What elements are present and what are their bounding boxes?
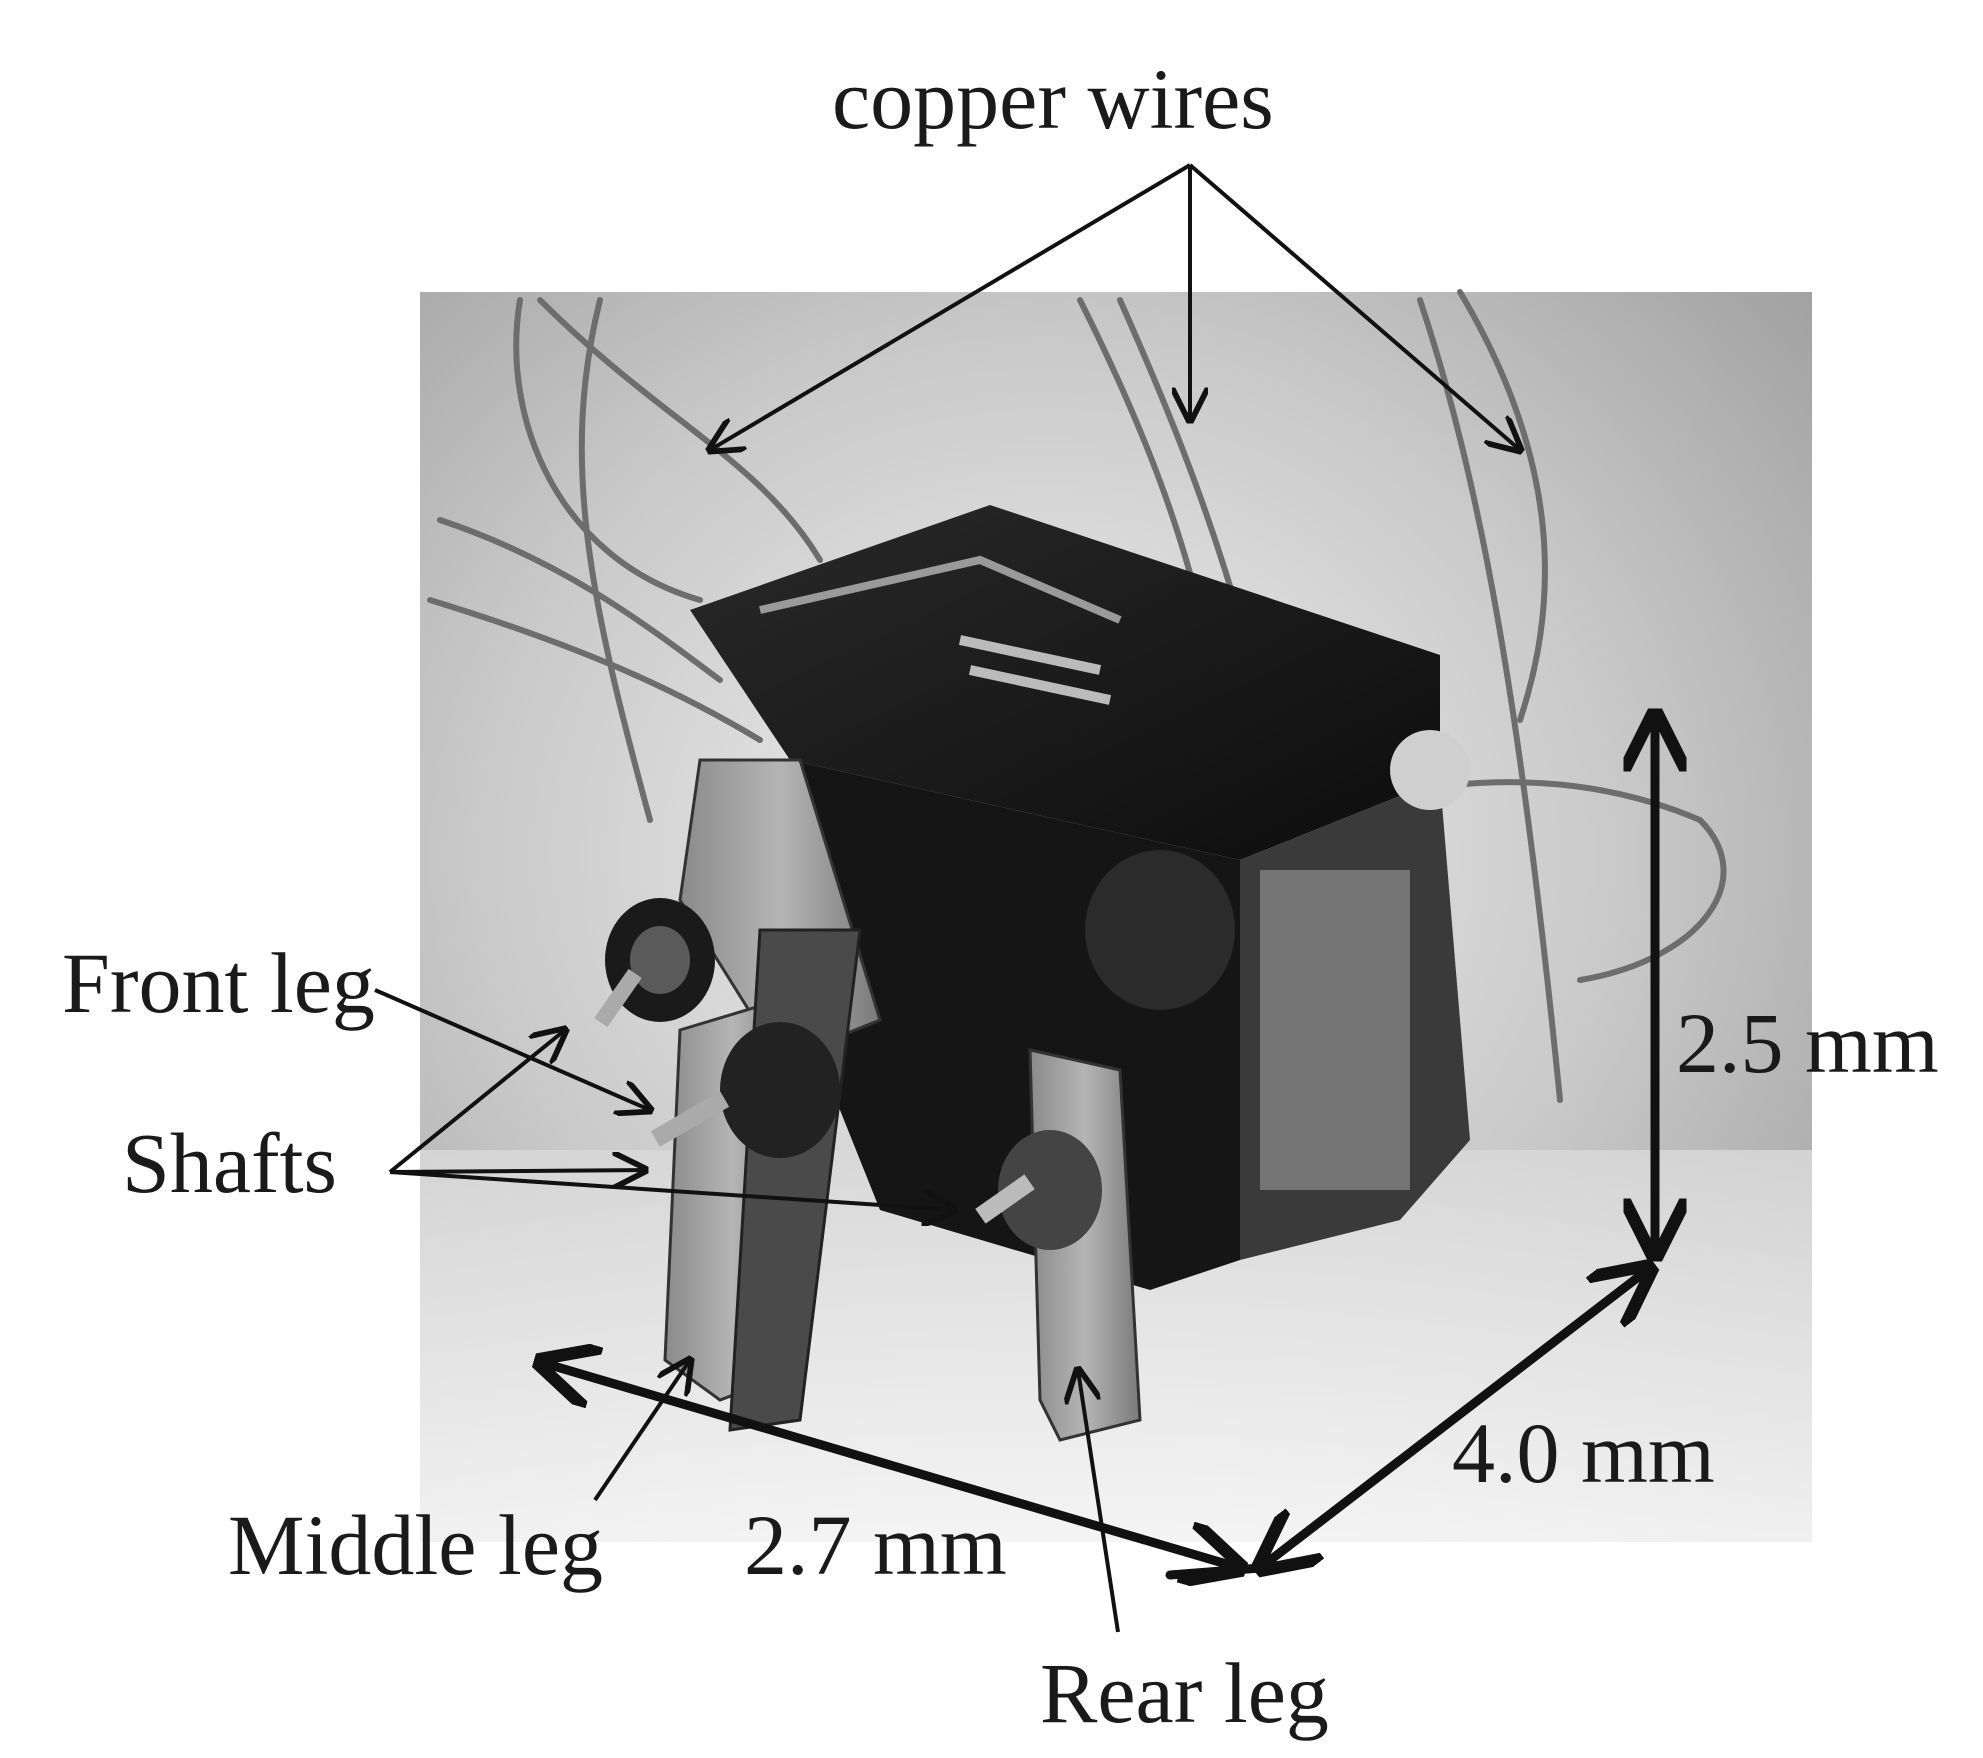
height-dimension-label: 2.5 mm [1676, 995, 1939, 1091]
width-dimension-label: 2.7 mm [744, 1497, 1007, 1593]
dimension-arrows [540, 715, 1655, 1575]
length-dimension-label: 4.0 mm [1452, 1405, 1715, 1501]
width-dimension-arrow [540, 1362, 1240, 1568]
copper-wires-label: copper wires [832, 51, 1274, 147]
length-dimension-arrow [1260, 1268, 1650, 1568]
front-leg-pointer [374, 988, 650, 1110]
front-leg-label: Front leg [62, 935, 375, 1031]
copper-wire-pointer [1188, 163, 1520, 450]
shaft-pointer [389, 1170, 645, 1172]
copper-wire-pointer [710, 163, 1192, 450]
rear-leg-label: Rear leg [1040, 1645, 1329, 1741]
robot-body [690, 505, 1470, 1290]
shafts-label: Shafts [122, 1115, 337, 1211]
shaft-pointer [388, 1030, 565, 1174]
shaft-pointer [389, 1170, 955, 1210]
middle-leg-label: Middle leg [228, 1497, 603, 1593]
